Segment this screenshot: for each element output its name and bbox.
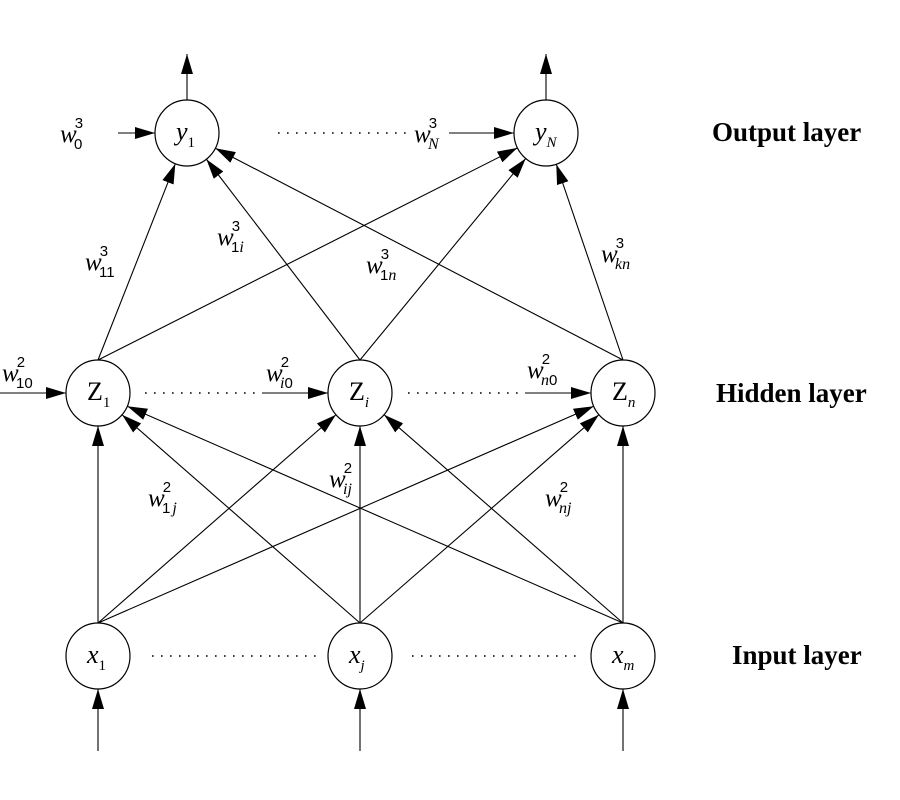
- edge-Zi-y1: [205, 158, 361, 361]
- edge-x1-Zi: [97, 414, 337, 624]
- node-circle: [590, 622, 656, 690]
- connections: [0, 54, 629, 751]
- node-circle: [590, 359, 656, 427]
- edge-Z1-yN: [97, 147, 518, 361]
- edge-Zi-yN: [359, 158, 527, 361]
- node-circle: [65, 359, 131, 427]
- edge-Zn-yN: [555, 164, 624, 361]
- nodes: y1 yN Z1 Zi Zn x1 xj xm: [65, 99, 656, 690]
- node-label: y1: [173, 117, 195, 151]
- node-xj: xj: [327, 622, 393, 690]
- layer-label-hidden: Hidden layer: [716, 378, 867, 408]
- edge-Zn-y1: [215, 147, 624, 361]
- node-circle: [327, 359, 393, 427]
- node-y1: y1: [154, 99, 220, 167]
- node-Z1: Z1: [65, 359, 131, 427]
- node-label: x1: [86, 640, 106, 674]
- node-label: Zi: [349, 377, 369, 411]
- node-circle: [65, 622, 131, 690]
- layer-label-input: Input layer: [732, 640, 862, 670]
- node-x1: x1: [65, 622, 131, 690]
- edge-xj-Z1: [121, 414, 361, 624]
- edge-xj-Zn: [359, 414, 600, 624]
- node-label: yN: [532, 117, 558, 151]
- node-label: Z1: [87, 377, 110, 411]
- node-circle: [154, 99, 220, 167]
- edge-xm-Zi: [383, 414, 624, 624]
- layer-label-output: Output layer: [712, 117, 861, 147]
- node-circle: [513, 99, 579, 167]
- node-yN: yN: [513, 99, 579, 167]
- node-circle: [327, 622, 393, 690]
- node-Zi: Zi: [327, 359, 393, 427]
- ellipsis-lines: [145, 132, 578, 657]
- node-Zn: Zn: [590, 359, 656, 427]
- edge-Z1-y1: [97, 163, 176, 361]
- node-xm: xm: [590, 622, 656, 690]
- edge-xm-Z1: [127, 405, 624, 624]
- node-label: Zn: [612, 377, 635, 411]
- edge-x1-Zn: [97, 405, 594, 624]
- node-label: xj: [348, 640, 365, 674]
- node-label: xm: [611, 640, 635, 674]
